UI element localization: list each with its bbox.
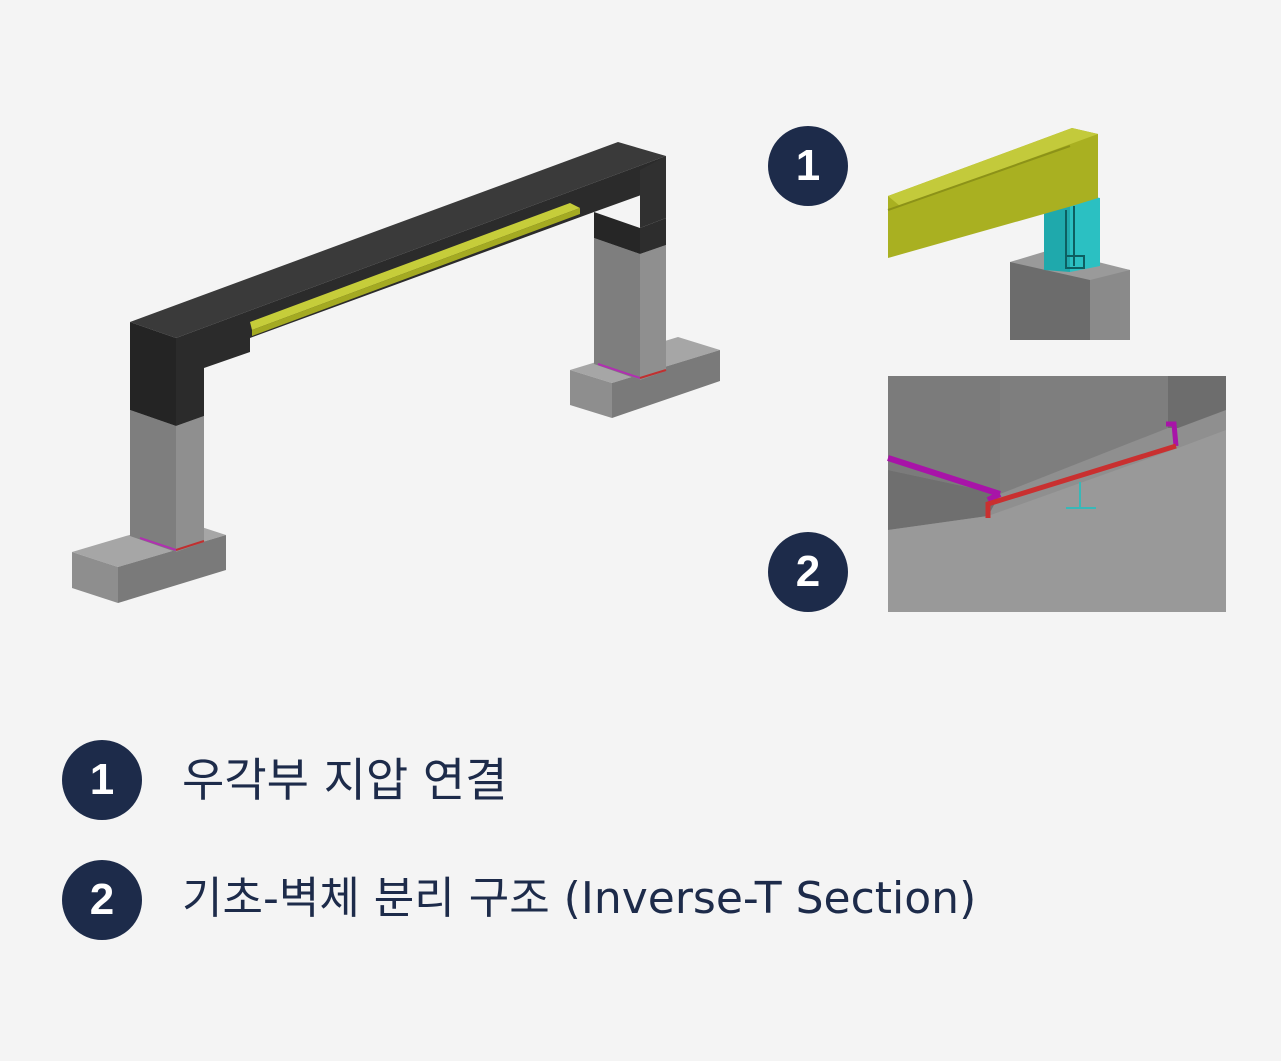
legend-text-2: 기초-벽체 분리 구조 (Inverse-T Section) <box>182 873 977 924</box>
callout-badge-1: 1 <box>768 126 848 206</box>
callout-badge-2: 2 <box>768 532 848 612</box>
legend-badge-1: 1 <box>62 740 142 820</box>
legend-badge-2: 2 <box>62 860 142 940</box>
left-column <box>130 410 205 552</box>
right-column <box>594 238 667 380</box>
legend-text-1: 우각부 지압 연결 <box>182 753 508 807</box>
steel-beam <box>250 203 580 336</box>
steel-beam-detail <box>887 128 1098 258</box>
